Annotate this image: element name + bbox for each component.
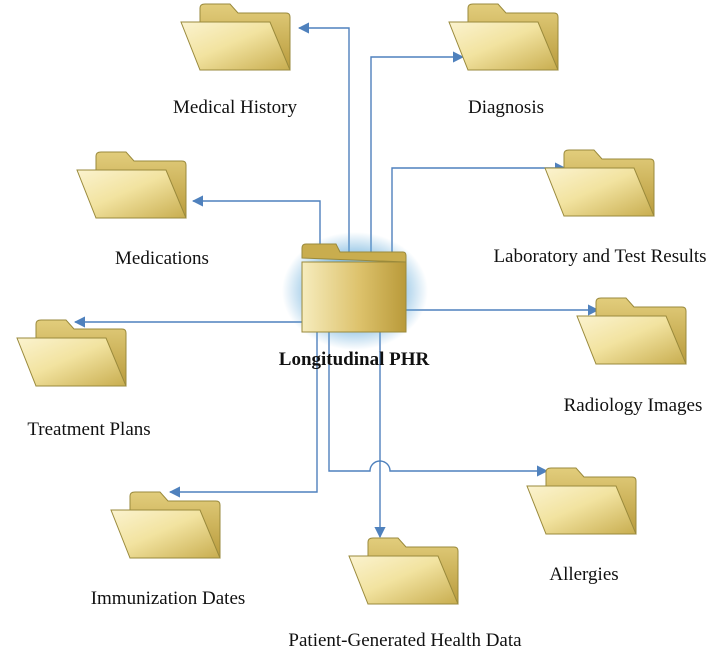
connector-diagnosis — [370, 51, 465, 255]
connector-immunization — [168, 332, 318, 498]
folder-icon — [76, 151, 187, 219]
node-label-radiology-images: Radiology Images — [563, 395, 703, 416]
node-label-treatment-plans: Treatment Plans — [27, 419, 151, 440]
folder-icon — [448, 3, 559, 71]
connector-medical-history — [297, 22, 350, 255]
folder-icon — [180, 3, 291, 71]
center-label: Longitudinal PHR — [278, 349, 430, 370]
connector-laboratory — [391, 162, 567, 255]
node-label-laboratory: Laboratory and Test Results — [493, 246, 707, 267]
node-label-diagnosis: Diagnosis — [468, 97, 544, 118]
folder-icon — [576, 297, 687, 365]
folder-icon — [348, 537, 459, 605]
folder-icon — [16, 319, 127, 387]
node-label-immunization-dates: Immunization Dates — [90, 588, 246, 609]
node-label-allergies: Allergies — [549, 564, 619, 585]
folder-icon — [544, 149, 655, 217]
node-label-patient-generated: Patient-Generated Health Data — [288, 630, 522, 650]
node-label-medications: Medications — [115, 248, 209, 269]
folder-icon — [526, 467, 637, 535]
connector-allergies — [328, 332, 549, 477]
node-label-medical-history: Medical History — [172, 97, 298, 118]
center-folder-icon — [282, 232, 428, 350]
folder-icon — [110, 491, 221, 559]
